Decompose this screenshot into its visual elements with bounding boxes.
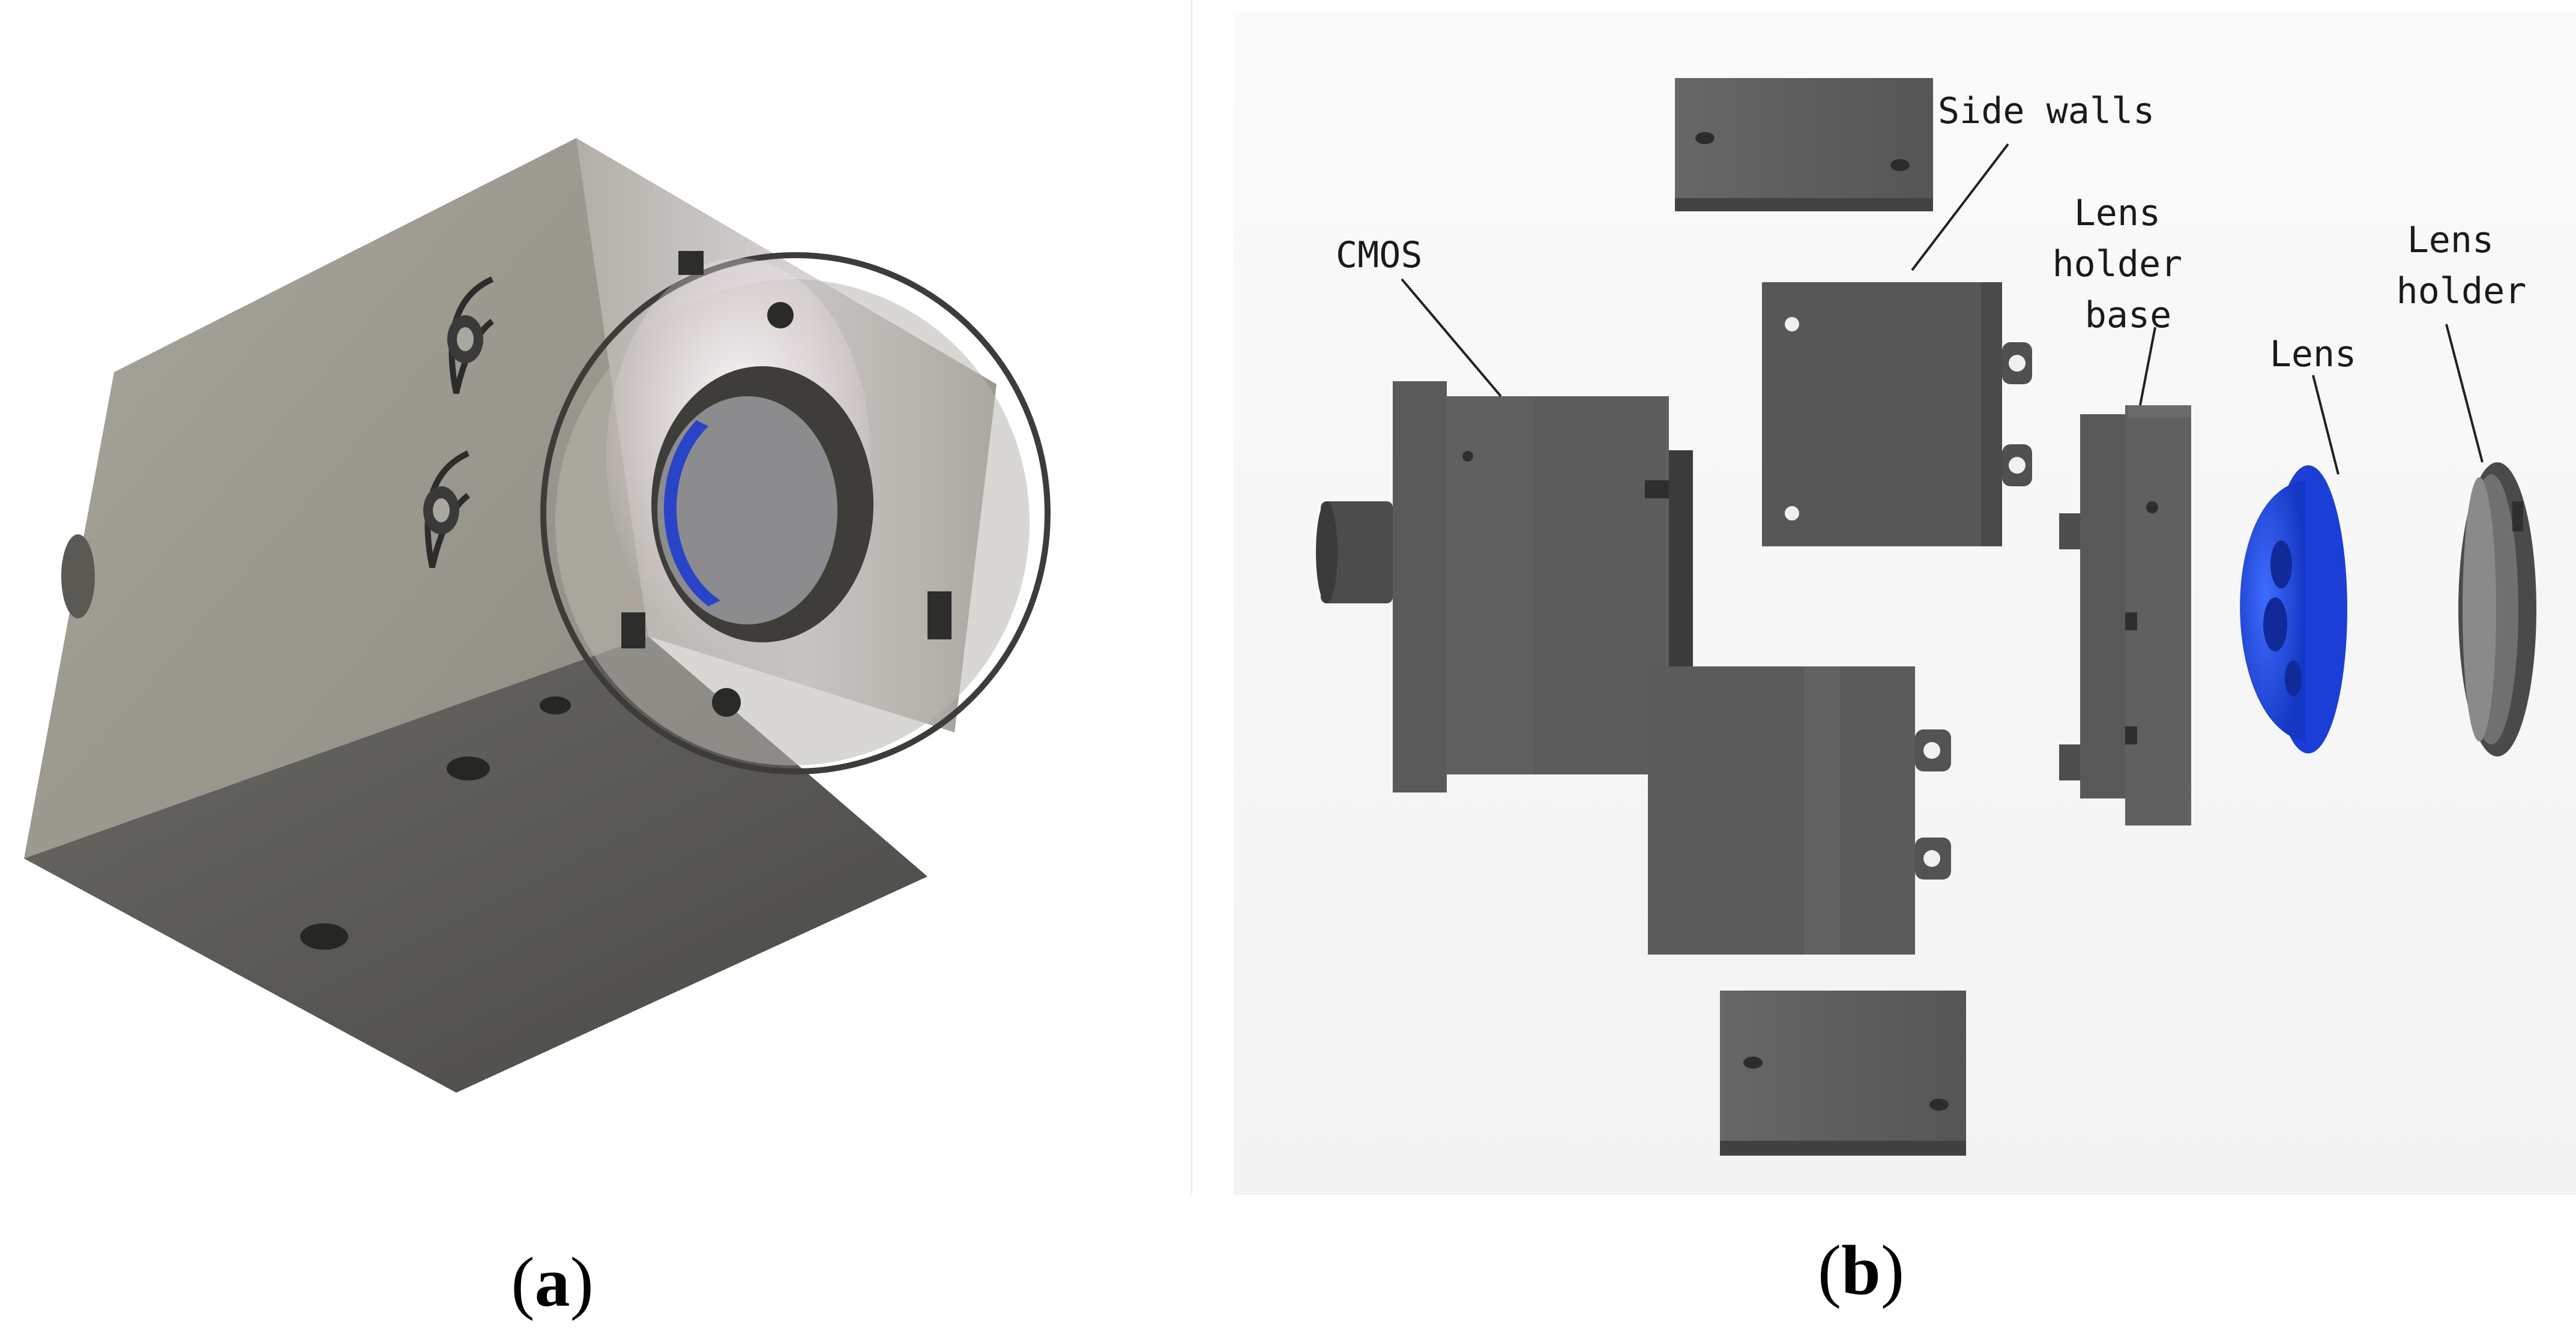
bezel-hole	[767, 302, 794, 328]
bottom-hole	[447, 756, 490, 780]
part-lens-holder-base	[2059, 405, 2191, 825]
bezel-notch	[621, 612, 645, 648]
panel-a-illustration	[24, 138, 1051, 1093]
callout-lens-holder-base: Lens holder base	[2053, 192, 2204, 336]
bezel-notch	[678, 251, 704, 275]
leader-cmos	[1401, 278, 1502, 397]
eyelet-lower	[423, 450, 471, 569]
bottom-hole	[300, 923, 348, 950]
bezel-hole	[712, 688, 741, 717]
callout-lens-holder-base-line-3: base	[2085, 294, 2172, 336]
leader-lens-holder	[2445, 324, 2484, 463]
leader-lens	[2312, 375, 2339, 475]
callout-side-walls: Side walls	[1938, 90, 2155, 132]
part-side-wall-upper	[1762, 282, 2032, 546]
part-bottom-plate	[1720, 991, 1966, 1156]
eyelet-upper	[447, 276, 495, 394]
callout-lens-holder-line-2: holder	[2397, 270, 2527, 312]
panel-label-b: (b)	[1818, 1231, 1904, 1309]
lens-glass-a	[657, 396, 837, 624]
bottom-hole	[540, 696, 571, 714]
callout-lens: Lens	[2270, 333, 2357, 375]
leader-lines	[1401, 143, 2484, 475]
part-cmos-block	[1316, 381, 1693, 792]
leader-side-walls	[1911, 143, 2009, 271]
part-lens-holder	[2458, 462, 2536, 756]
part-side-wall-lower	[1648, 666, 1951, 955]
lens-blue-edge	[663, 420, 720, 606]
housing-front-face	[24, 138, 648, 859]
leader-lens-holder-base	[2139, 327, 2156, 406]
callout-lens-holder-base-line-1: Lens	[2074, 192, 2161, 234]
callout-cmos: CMOS	[1336, 234, 1423, 276]
callout-lens-holder-base-line-2: holder	[2053, 243, 2183, 285]
callout-lens-holder: Lens holder	[2397, 219, 2527, 312]
panel-label-a: (a)	[511, 1243, 594, 1321]
part-lens	[2240, 465, 2347, 753]
panel-b-illustration: Side walls CMOS Lens holder base Lens Le…	[1234, 12, 2576, 1195]
rear-connector	[61, 534, 95, 618]
bezel-notch	[928, 591, 952, 639]
callout-lens-holder-line-1: Lens	[2407, 219, 2494, 261]
bezel-ring	[540, 252, 1051, 774]
part-top-plate	[1675, 78, 1933, 211]
